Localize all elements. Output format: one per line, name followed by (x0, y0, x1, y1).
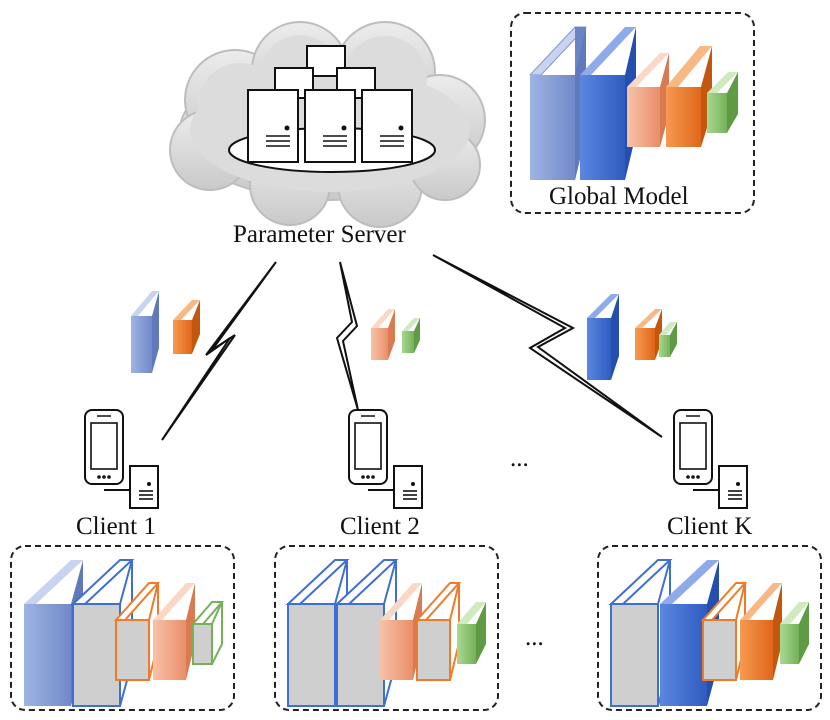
global-model-box (510, 12, 755, 214)
update-client-1 (131, 291, 200, 373)
global-layer-3 (627, 53, 669, 147)
link-client-1 (161, 261, 277, 441)
client-1-device (84, 409, 159, 509)
ellipsis-models: ... (525, 624, 544, 651)
ellipsis-clients: ... (510, 445, 529, 472)
update-client-k (587, 294, 677, 380)
computer-icon (368, 465, 423, 509)
phone-icon (84, 409, 124, 485)
global-model-label: Global Model (549, 183, 689, 210)
global-layer-4 (666, 46, 712, 147)
parameter-server-label: Parameter Server (233, 221, 406, 248)
update-client-2 (371, 309, 420, 360)
client-1-label: Client 1 (76, 513, 156, 540)
computer-icon (104, 465, 159, 509)
link-client-2 (335, 261, 359, 411)
global-model-layers (529, 26, 738, 180)
client-2-model-layers (285, 559, 486, 707)
client-2-device (348, 409, 423, 509)
client-k-label: Client K (667, 513, 753, 540)
link-client-k (432, 254, 663, 438)
client-1-model-layers (24, 559, 225, 707)
client-k-model-box (597, 545, 822, 711)
global-layer-1 (529, 26, 587, 180)
phone-icon (673, 409, 713, 485)
client-2-model-box (274, 545, 499, 711)
client-2-label: Client 2 (340, 513, 420, 540)
client-k-device (673, 409, 748, 509)
global-layer-5 (707, 72, 738, 133)
client-k-model-layers (608, 559, 809, 707)
computer-icon (693, 465, 748, 509)
server-cluster-icon (228, 45, 436, 173)
client-1-model-box (10, 545, 235, 711)
phone-icon (348, 409, 388, 485)
